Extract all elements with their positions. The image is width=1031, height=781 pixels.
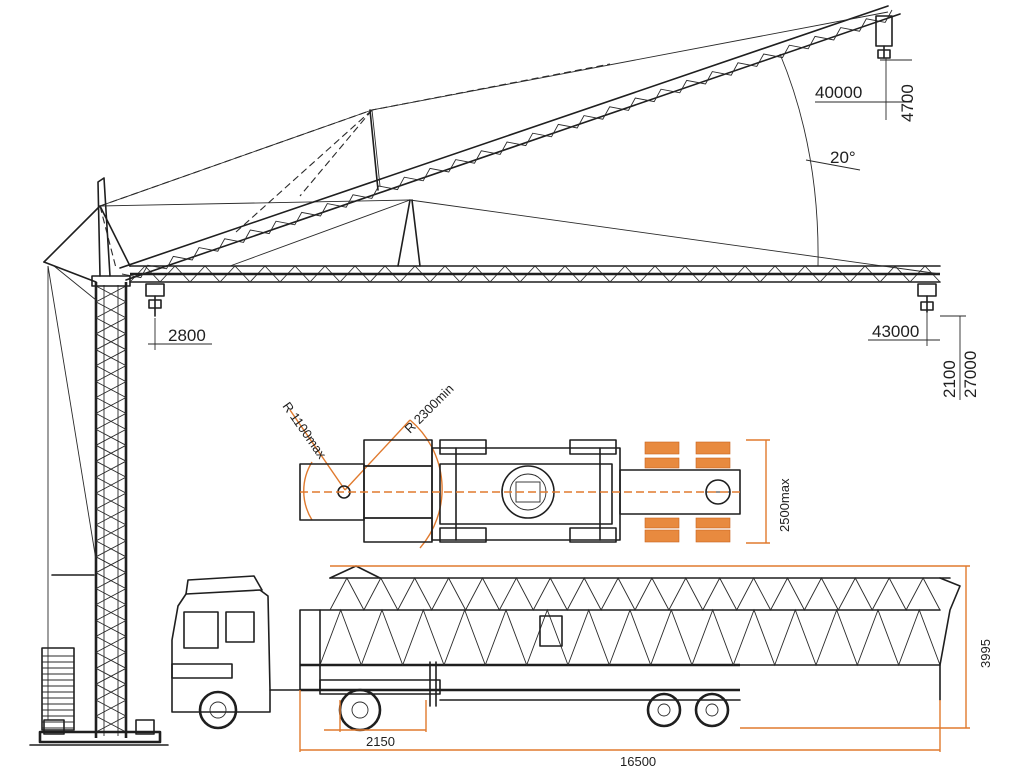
dims-erected: 40000 4700 2800 43000 2100 27000 <box>148 58 980 400</box>
dim-turn-radius-small: R 1100max <box>280 399 330 462</box>
hook-block-root <box>145 283 165 317</box>
luffed-jib <box>99 5 901 281</box>
dim-turn-radius-large: R 2300min <box>402 381 457 436</box>
hook-block-tip <box>917 283 937 313</box>
plan-axles <box>644 441 731 543</box>
dim-jib-tip-height: 4700 <box>898 84 917 122</box>
dim-rear-radius: 2800 <box>168 326 206 345</box>
dim-hook-height-b: 27000 <box>961 351 980 398</box>
dim-hook-height-a: 2100 <box>940 360 959 398</box>
dim-jib-tip-reach: 40000 <box>815 83 862 102</box>
angle-label: 20° <box>830 148 856 167</box>
ballast-block <box>41 647 75 731</box>
plan-view: R 1100max R 2300min <box>280 381 792 549</box>
dim-transport-height: 3995 <box>978 639 993 668</box>
dim-horizontal-reach: 43000 <box>872 322 919 341</box>
truck-cab <box>171 575 341 730</box>
crane-tower <box>29 177 169 746</box>
dim-transport-length: 16500 <box>620 754 656 769</box>
hook-block-luffed <box>875 15 893 59</box>
transport-view: 3995 2150 16500 <box>171 565 993 769</box>
horizontal-jib <box>43 199 941 317</box>
dim-transport-width: 2500max <box>777 478 792 532</box>
dim-axle-distance: 2150 <box>366 734 395 749</box>
